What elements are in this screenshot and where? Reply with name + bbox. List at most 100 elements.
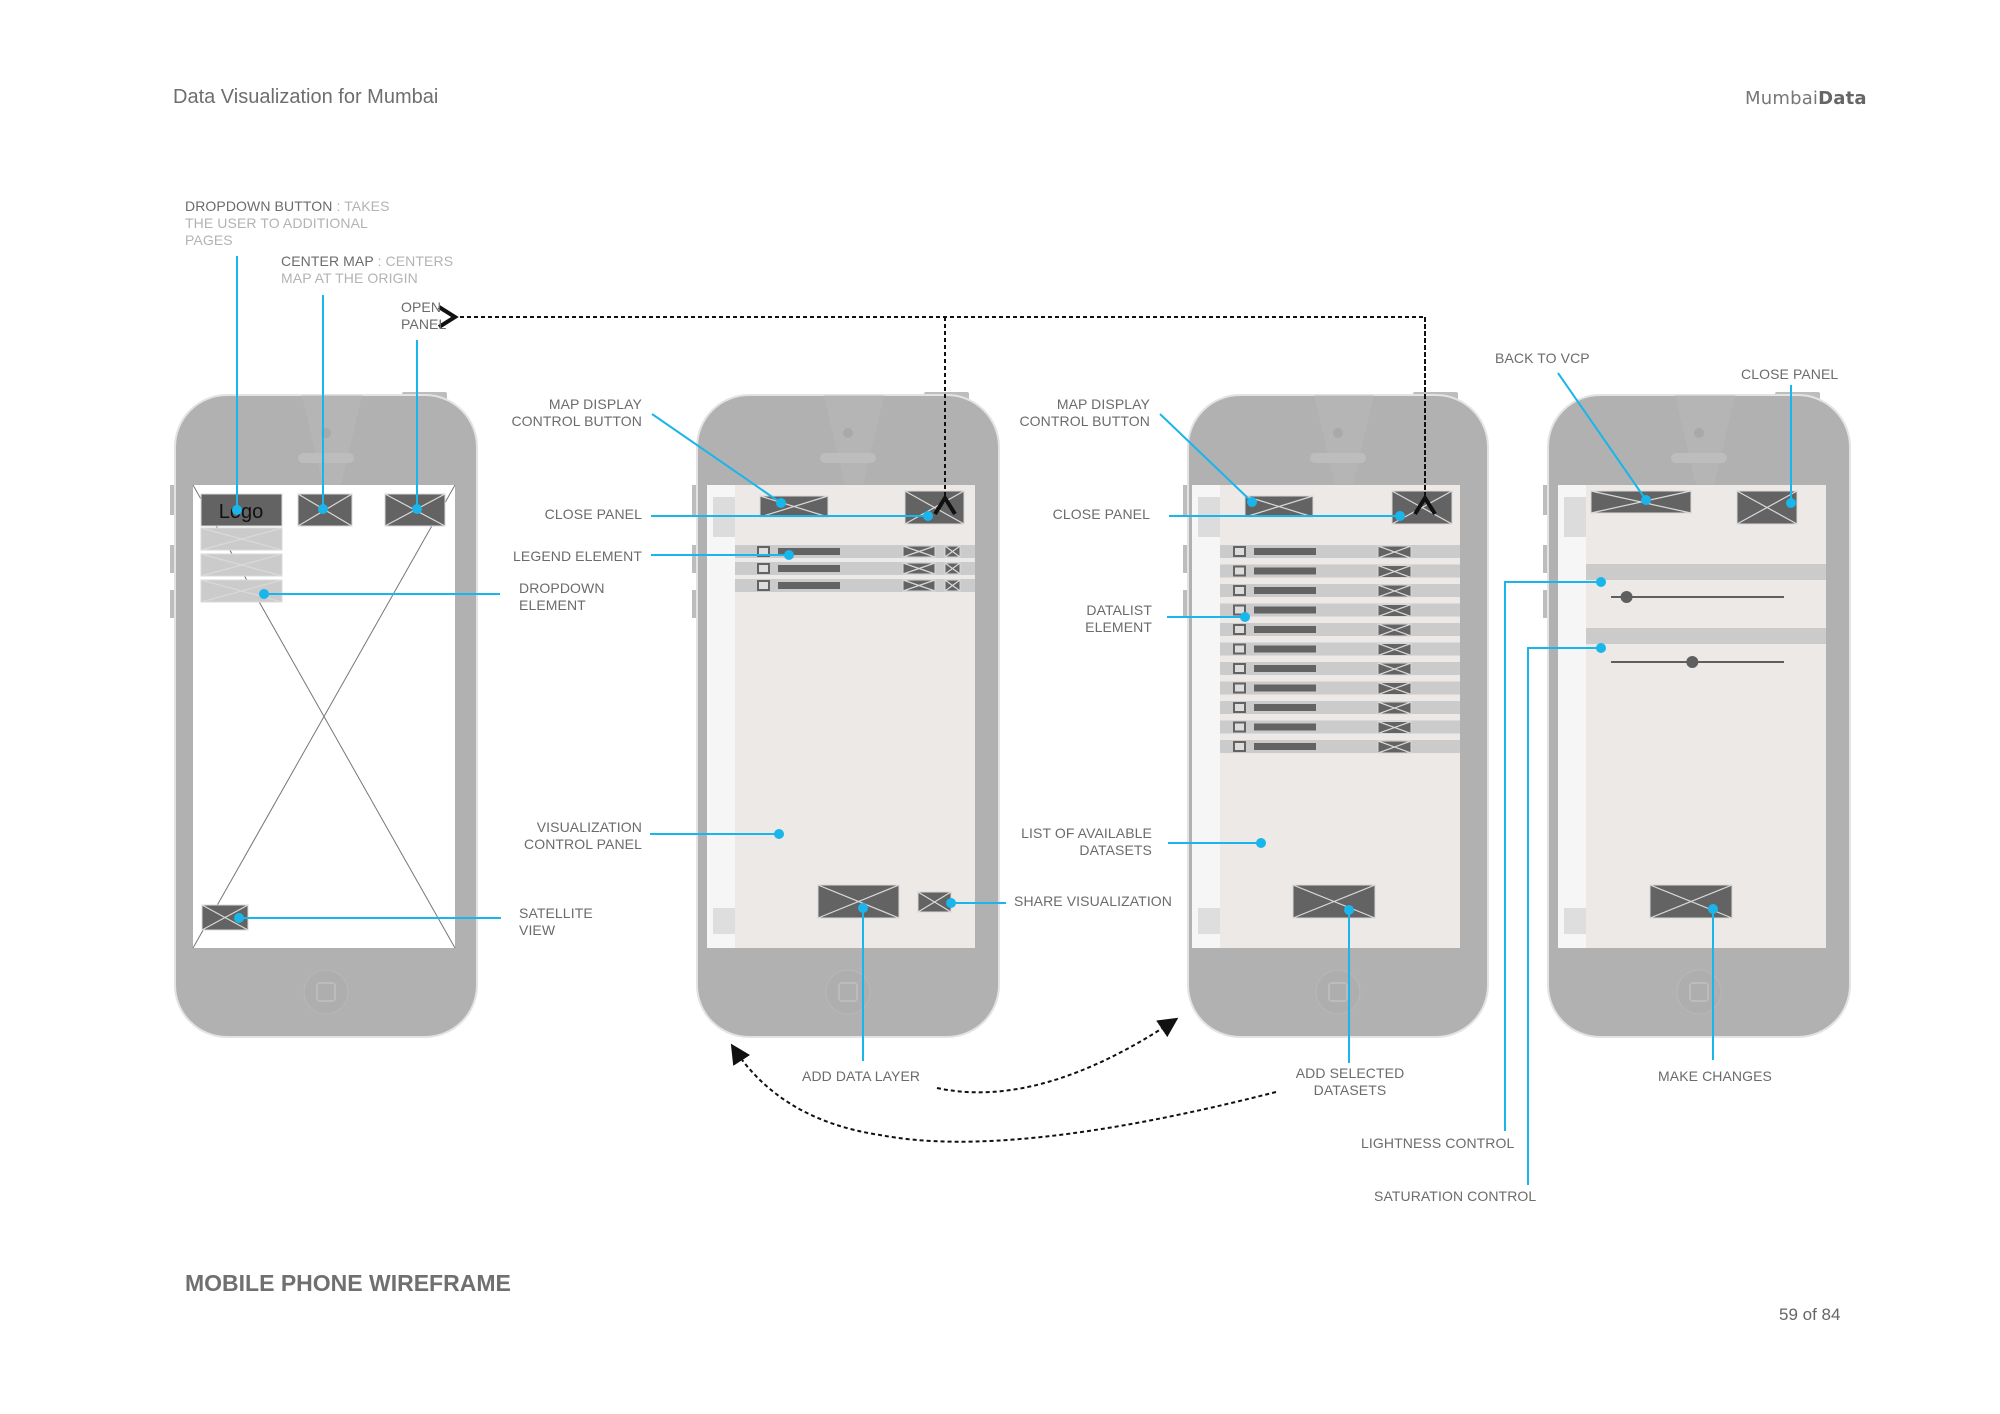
dataset-preview-icon [1377, 701, 1412, 715]
dataset-checkbox[interactable] [1233, 546, 1246, 557]
home-button[interactable] [1315, 969, 1361, 1015]
callout-list-of-datasets-dot [1256, 838, 1266, 848]
legend-color-swatch[interactable] [902, 545, 936, 558]
dropdown-item-cross [200, 527, 283, 551]
dataset-checkbox[interactable] [1233, 624, 1246, 635]
dataset-checkbox[interactable] [1233, 643, 1246, 655]
label-share-visualization: SHARE VISUALIZATION [1014, 893, 1173, 909]
dataset-row[interactable] [1220, 545, 1460, 559]
dataset-checkbox[interactable] [1233, 721, 1246, 733]
lightness-slider-thumb[interactable] [1620, 591, 1633, 603]
dropdown-item[interactable] [200, 527, 283, 551]
label-desc: PAGES [185, 232, 233, 248]
flow-arrow-add-datasets-to-vcp [730, 1043, 1277, 1143]
label-add-selected-datasets: ADD SELECTED DATASETS [1270, 1065, 1430, 1099]
dataset-name-bar [1254, 704, 1316, 711]
legend-checkbox[interactable] [757, 563, 770, 574]
callout-open-panel [412, 340, 422, 514]
close-panel-button[interactable] [1736, 490, 1798, 525]
dataset-preview-icon-cross [1377, 584, 1412, 598]
camera-icon [1694, 428, 1704, 438]
legend-row[interactable] [735, 562, 975, 575]
legend-remove-button[interactable] [944, 562, 961, 575]
brand-logo: MumbaiData [1745, 88, 1867, 109]
callout-saturation-control-line [1527, 647, 1601, 1185]
dataset-preview-icon-cross [1377, 564, 1412, 579]
legend-color-swatch-cross [902, 579, 936, 592]
callout-add-selected-datasets [1344, 905, 1354, 1063]
dataset-name-bar [1254, 723, 1316, 731]
dropdown-item[interactable] [200, 553, 283, 577]
dataset-row[interactable] [1220, 584, 1460, 598]
label-lightness-control: LIGHTNESS CONTROL [1361, 1135, 1515, 1151]
callout-make-changes-dot [1708, 904, 1718, 914]
callout-add-data-layer-dot [858, 903, 868, 913]
home-button-icon [1328, 982, 1348, 1002]
dataset-checkbox[interactable] [1233, 604, 1246, 616]
legend-color-swatch[interactable] [902, 579, 936, 592]
add-selected-datasets-button[interactable] [1292, 884, 1376, 919]
home-button[interactable] [1676, 969, 1722, 1015]
logo-dropdown-button[interactable]: Logo [200, 493, 283, 527]
callout-close-panel-3 [1786, 385, 1796, 508]
flow-arrows-layer [437, 305, 1437, 1143]
callout-lightness-control-line [1504, 581, 1601, 1131]
dataset-checkbox[interactable] [1233, 702, 1246, 713]
callout-datalist-element-dot [1240, 612, 1250, 622]
legend-row[interactable] [735, 545, 975, 558]
dataset-checkbox[interactable] [1233, 585, 1246, 596]
callout-add-selected-datasets-dot [1344, 905, 1354, 915]
dataset-row[interactable] [1220, 603, 1460, 618]
label-close-panel-1: CLOSE PANEL [544, 506, 642, 522]
speaker-grille [1671, 453, 1727, 463]
home-button[interactable] [825, 969, 871, 1015]
label-line: MAP DISPLAY [1056, 396, 1150, 412]
dataset-preview-icon [1377, 603, 1412, 618]
legend-remove-button[interactable] [944, 579, 961, 592]
label-line: DATASETS [1313, 1082, 1387, 1098]
callout-share-visualization [946, 898, 1006, 908]
dataset-row[interactable] [1220, 642, 1460, 657]
label-line: ADD SELECTED [1295, 1065, 1405, 1081]
legend-label-bar [778, 548, 840, 555]
close-panel-button[interactable] [904, 490, 965, 525]
share-visualization-button[interactable] [917, 891, 952, 913]
legend-checkbox[interactable] [757, 580, 770, 591]
dataset-name-bar [1254, 684, 1316, 692]
label-line: DATASETS [1079, 842, 1152, 858]
dataset-row[interactable] [1220, 740, 1460, 754]
legend-row[interactable] [735, 579, 975, 592]
add-data-layer-button[interactable] [817, 884, 900, 919]
dataset-checkbox[interactable] [1233, 741, 1246, 752]
home-button[interactable] [303, 969, 349, 1015]
dataset-row[interactable] [1220, 662, 1460, 676]
dropdown-item[interactable] [200, 579, 283, 603]
panel-background [1586, 485, 1826, 948]
dataset-row[interactable] [1220, 720, 1460, 735]
map-display-control-button[interactable] [1244, 495, 1314, 518]
legend-color-swatch[interactable] [902, 562, 936, 575]
dataset-preview-icon-cross [1377, 545, 1412, 559]
callout-dropdown-element [259, 589, 500, 599]
legend-remove-button[interactable] [944, 545, 961, 558]
dataset-row[interactable] [1220, 623, 1460, 637]
label-desc: TAKES [344, 198, 390, 214]
legend-remove-button-cross [944, 562, 961, 575]
saturation-slider-thumb[interactable] [1686, 656, 1699, 668]
legend-label-bar [778, 565, 840, 572]
label-line: VIEW [519, 922, 556, 938]
callout-lightness-control [1504, 577, 1606, 1131]
dataset-row[interactable] [1220, 681, 1460, 696]
map-display-control-button[interactable] [759, 495, 829, 518]
callout-add-data-layer [858, 903, 868, 1061]
legend-row-bg [735, 545, 975, 558]
dataset-checkbox[interactable] [1233, 565, 1246, 577]
back-to-vcp-button[interactable] [1590, 490, 1692, 514]
dataset-row[interactable] [1220, 564, 1460, 579]
make-changes-button[interactable] [1649, 884, 1733, 919]
dataset-checkbox[interactable] [1233, 682, 1246, 694]
dataset-checkbox[interactable] [1233, 663, 1246, 674]
dataset-row[interactable] [1220, 701, 1460, 715]
section-title: MOBILE PHONE WIREFRAME [185, 1270, 511, 1296]
label-title: CENTER MAP [281, 253, 374, 269]
